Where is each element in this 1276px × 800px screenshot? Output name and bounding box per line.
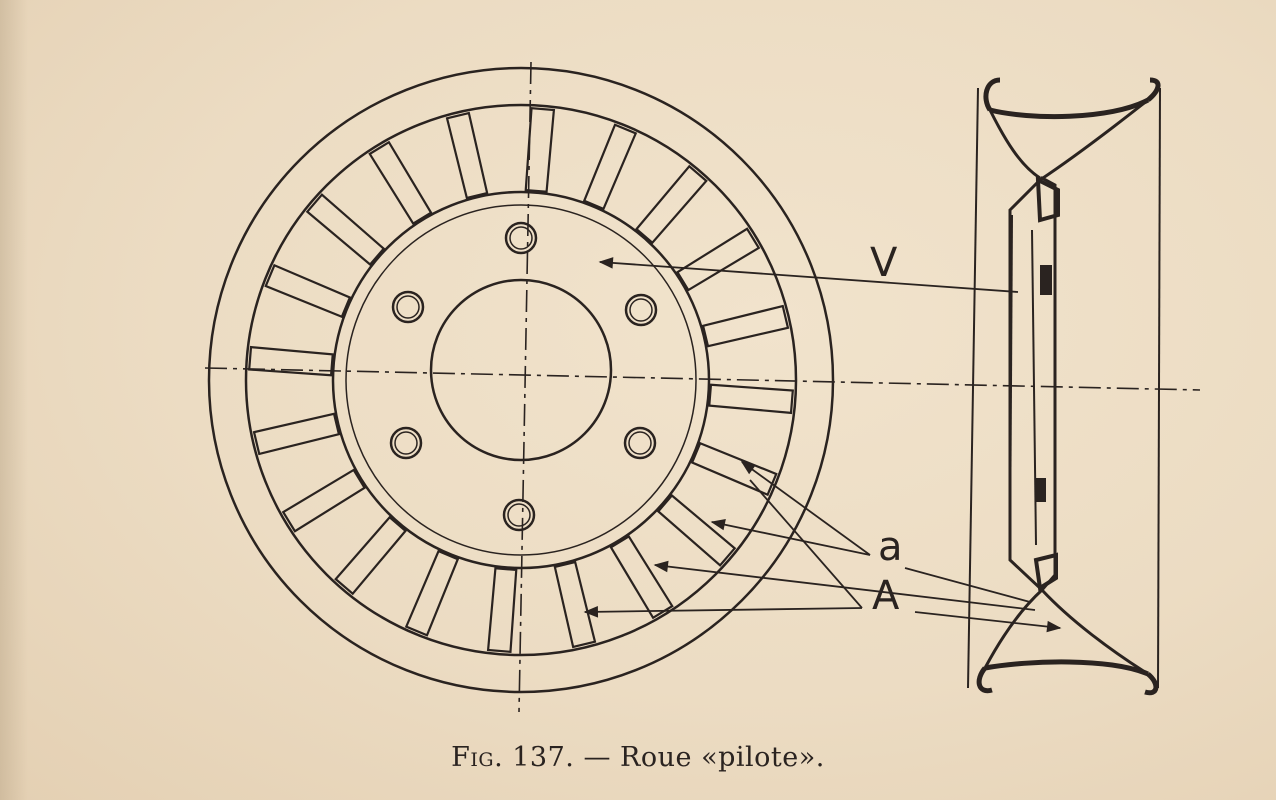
horizontal-axis	[204, 367, 1201, 391]
bolt-hole	[502, 498, 536, 532]
ventilation-slot	[609, 534, 674, 620]
wheel-front-view	[207, 66, 835, 694]
ventilation-slot	[524, 107, 556, 193]
ventilation-slot	[708, 383, 794, 415]
bolt-hole-inner	[507, 503, 531, 527]
leader-a-small-2	[710, 519, 871, 556]
ventilation-slot	[305, 193, 386, 267]
center-bore	[429, 278, 613, 462]
ventilation-slot	[701, 304, 790, 348]
ventilation-slot	[252, 412, 341, 456]
ventilation-slot	[690, 441, 778, 497]
wheel-side-profile	[967, 77, 1161, 696]
disc-inner-line	[1031, 229, 1037, 546]
ventilation-slot	[634, 164, 708, 245]
disc-hub-top	[1035, 176, 1060, 223]
label-a-small: a	[878, 524, 903, 570]
top-rim-web	[988, 98, 1149, 182]
bolt-hole	[623, 426, 657, 460]
leader-lines	[583, 257, 1062, 633]
outer-rim	[207, 66, 835, 694]
ventilation-slot	[675, 227, 761, 292]
bolt-holes	[389, 221, 658, 532]
ventilation-slot	[582, 123, 638, 211]
label-a-capital: A	[872, 573, 900, 619]
ventilation-slot	[404, 549, 460, 637]
disc-hub-bottom	[1033, 552, 1058, 592]
caption-dash: —	[574, 742, 621, 773]
ventilation-slots	[248, 107, 794, 653]
bolt-hole	[624, 293, 658, 327]
disc-section-hatch-top	[1040, 265, 1052, 295]
bottom-rim-flange	[976, 659, 1159, 696]
disc-section-hatch-bottom	[1036, 478, 1046, 502]
ventilation-slot	[281, 468, 367, 533]
leader-v	[598, 257, 1019, 293]
ventilation-slot	[248, 345, 334, 377]
inner-rim	[244, 103, 798, 657]
center-lines	[204, 61, 1201, 713]
bolt-hole-inner	[394, 431, 418, 455]
bolt-hole-inner	[628, 431, 652, 455]
figure-title: Roue «pilote».	[620, 742, 825, 773]
ventilation-slot	[264, 263, 352, 319]
profile-left-edge	[967, 87, 979, 689]
bolt-hole-inner	[396, 295, 420, 319]
ventilation-slot	[445, 111, 489, 200]
ventilation-slot	[486, 567, 518, 653]
leader-a-small-1	[740, 461, 871, 556]
bottom-rim-web	[983, 588, 1149, 676]
ventilation-slot	[656, 493, 737, 567]
vertical-axis	[518, 61, 532, 713]
leader-a-capital-profile	[914, 611, 1062, 633]
bolt-hole-inner	[629, 298, 653, 322]
ventilation-slot	[334, 515, 408, 596]
ventilation-slot	[553, 560, 597, 649]
bolt-hole	[389, 426, 423, 460]
profile-right-edge	[1157, 87, 1161, 689]
label-v: V	[870, 240, 898, 286]
figure-caption: Fig. 137. — Roue «pilote».	[0, 742, 1276, 773]
disc-outer-line	[1009, 214, 1013, 556]
ventilation-slot	[368, 140, 433, 226]
hub-disc-inner	[345, 204, 697, 556]
top-rim-flange	[983, 77, 1161, 120]
leader-a-capital-1	[583, 606, 863, 618]
leader-a-to-profile	[904, 567, 1031, 603]
bolt-hole-inner	[509, 226, 533, 250]
figure-number: Fig. 137.	[451, 742, 575, 773]
bolt-hole	[504, 221, 538, 255]
leader-a-capital-2	[749, 479, 863, 609]
bolt-hole	[391, 290, 425, 324]
